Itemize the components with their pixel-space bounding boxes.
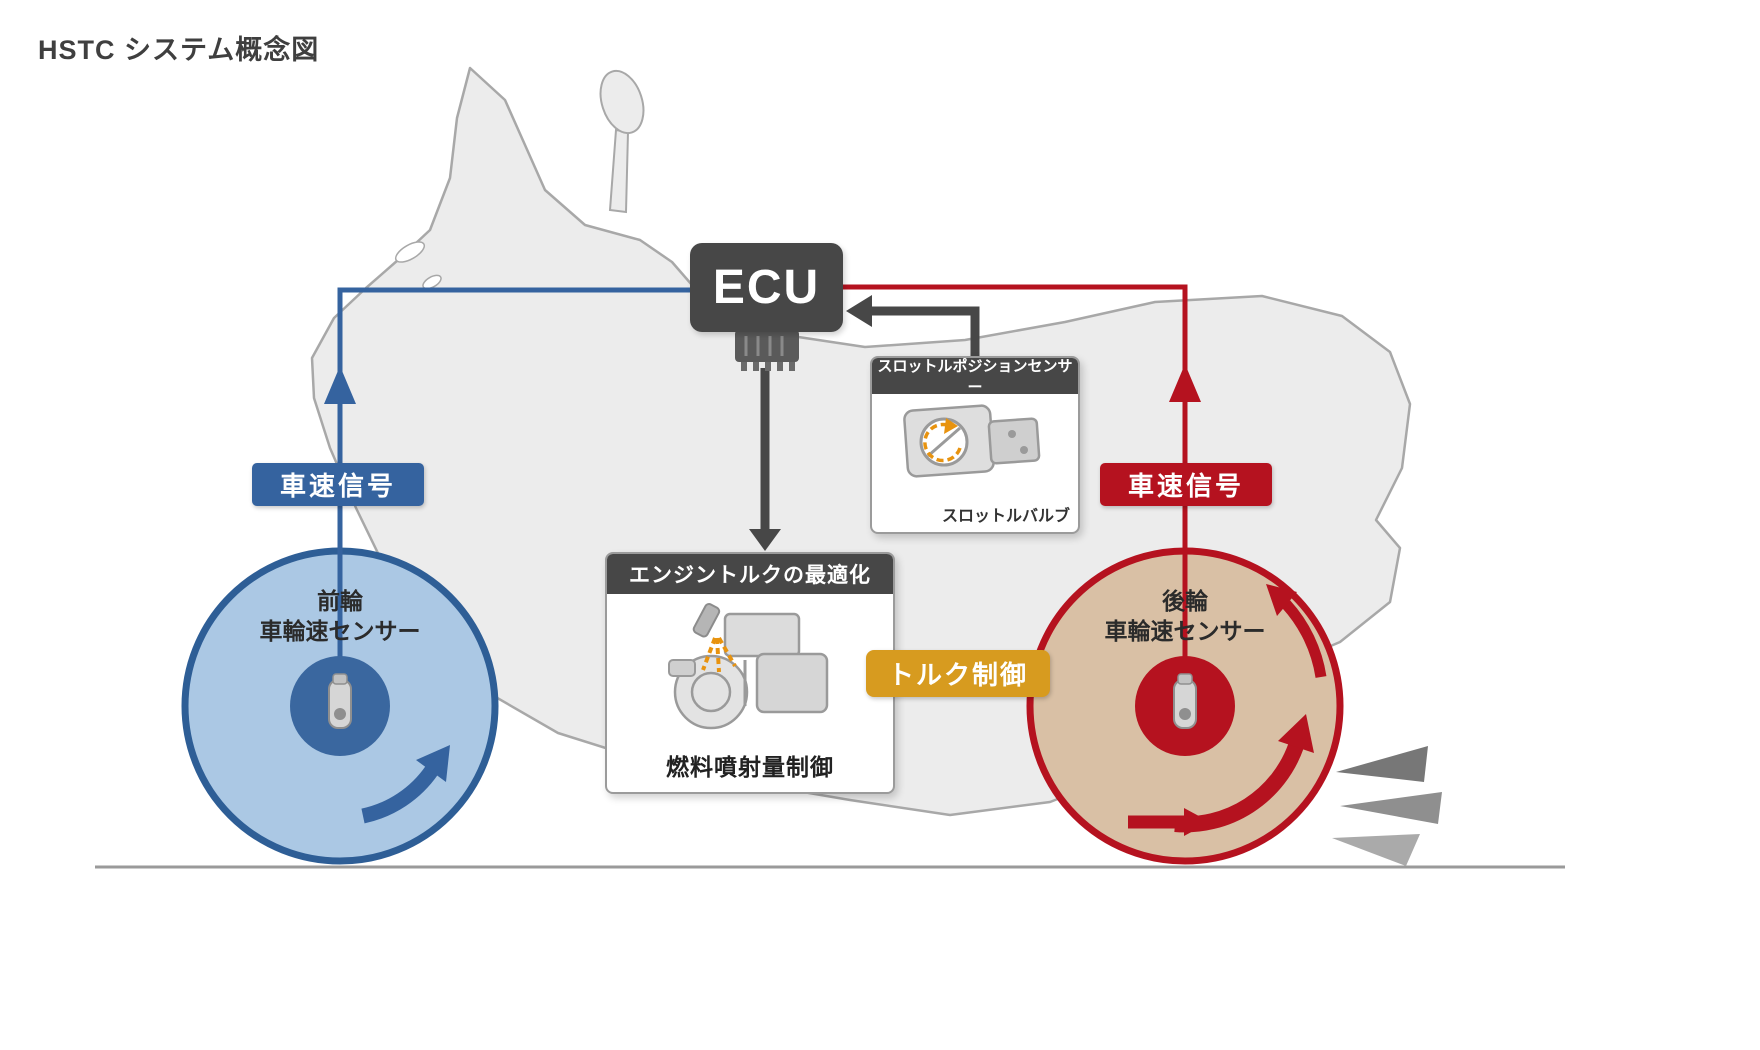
rear-speed-signal-badge: 車速信号 — [1100, 463, 1272, 506]
rear-wheel-sensor — [1135, 656, 1235, 756]
front-wheel-label: 前輪 車輪速センサー — [190, 586, 490, 646]
front-wheel-sensor — [290, 656, 390, 756]
ecu-box: ECU — [690, 243, 843, 332]
rear-spin-arrows — [1128, 584, 1327, 836]
throttle-valve-caption: スロットルバルブ — [941, 508, 1070, 525]
throttle-body-illustration — [903, 404, 1041, 478]
fuel-injection-caption: 燃料噴射量制御 — [666, 754, 834, 780]
page-title: HSTC システム概念図 — [38, 35, 320, 65]
ecu-to-engine-arrow — [749, 368, 781, 551]
rear-signal-arrowhead — [1169, 364, 1201, 402]
front-rotation-arrow — [361, 745, 450, 824]
rear-wheel-label: 後輪 車輪速センサー — [1035, 586, 1335, 646]
skid-marks — [1332, 746, 1442, 866]
rear-wheel-sensor-name: 車輪速センサー — [1104, 618, 1266, 644]
throttle-sensor-header: スロットルポジションセンサー — [872, 358, 1078, 396]
front-speed-signal-badge: 車速信号 — [252, 463, 424, 506]
front-speed-signal-text: 車速信号 — [279, 471, 396, 501]
front-wheel-sensor-name: 車輪速センサー — [259, 618, 421, 644]
front-wheel-name: 前輪 — [317, 588, 363, 614]
torque-control-badge: トルク制御 — [866, 650, 1050, 697]
engine-torque-header: エンジントルクの最適化 — [607, 554, 893, 594]
rear-speed-signal-line — [843, 284, 1201, 660]
mirror-shape — [599, 69, 645, 135]
throttle-to-ecu-arrow — [846, 295, 980, 356]
torque-control-text: トルク制御 — [887, 660, 1028, 690]
throttle-sensor-box: スロットルポジションセンサー スロットルバルブ — [870, 356, 1080, 534]
rear-speed-signal-text: 車速信号 — [1127, 471, 1244, 501]
ecu-connector — [735, 330, 799, 371]
front-signal-arrowhead — [324, 366, 356, 404]
engine-illustration — [668, 602, 829, 730]
ecu-label: ECU — [712, 261, 821, 314]
front-speed-signal-line — [324, 287, 690, 660]
engine-torque-box: エンジントルクの最適化 燃料噴射量制御 — [605, 552, 895, 794]
rear-wheel-name: 後輪 — [1162, 588, 1208, 614]
